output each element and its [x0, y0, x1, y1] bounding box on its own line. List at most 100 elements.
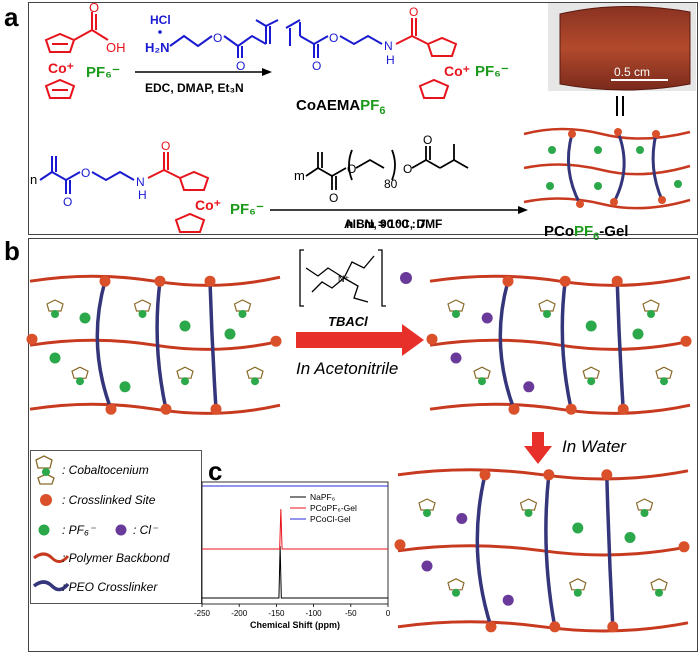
cp-ring [538, 299, 556, 312]
pf6-ion [79, 312, 91, 324]
cp-ring [233, 299, 252, 312]
crosslink-site [154, 275, 166, 287]
polymer-backbone [429, 338, 691, 351]
cobalt-center [51, 310, 59, 318]
crosslink-site [99, 275, 111, 287]
peo-crosslinker [605, 474, 615, 627]
cl-ion [456, 513, 468, 524]
cp-ring [246, 366, 264, 379]
cobalt-center [238, 310, 247, 318]
panel-label-c: c [208, 456, 223, 486]
mono-h: H [386, 53, 395, 67]
cobalt-center [647, 310, 655, 318]
cobalt-center [543, 310, 551, 318]
crosslink-site [210, 403, 222, 415]
cp-ring [519, 498, 538, 511]
peo-crosslinker [155, 280, 168, 410]
x-tick-label: -50 [345, 609, 357, 618]
crosslink-site [680, 335, 692, 347]
cobalt-center [452, 588, 460, 597]
chloride-ion [400, 272, 412, 284]
water-arrow [524, 432, 552, 464]
panel-label-b: b [4, 236, 20, 266]
polymer-backbone [29, 338, 281, 351]
backbone-icon [33, 552, 70, 563]
acid-oh: OH [106, 40, 126, 55]
cobalt-center [660, 377, 668, 386]
cp-ring [635, 498, 654, 511]
n-plus: N⁺ [338, 274, 349, 284]
panel-b [28, 238, 698, 652]
cobalt-center [587, 377, 596, 386]
cl-ion [523, 381, 535, 393]
hcl-label: HCl [150, 13, 171, 27]
cl-ion [450, 352, 462, 364]
cobaltocenium [473, 366, 491, 386]
peo-repeat: 80 [384, 177, 398, 191]
crosslink-site-icon [40, 494, 52, 506]
crosslink-site [394, 539, 406, 551]
peo-o3: O [403, 162, 412, 176]
crosslink-site [617, 403, 629, 415]
cobaltocenium [176, 366, 194, 386]
crosslink-site [204, 275, 216, 287]
legend-icons [32, 455, 70, 592]
legend-backbone: : Polymer Backbond [62, 551, 170, 565]
cp-ring [418, 498, 436, 511]
crosslink-site [160, 403, 172, 415]
crosslink-site [607, 621, 619, 633]
panel-label-a: a [4, 2, 19, 32]
peo-crosslinker [615, 281, 625, 410]
cobalt-center [423, 509, 431, 517]
cl-ion-icon [115, 524, 127, 536]
cobalt-center [138, 310, 147, 318]
pf6-ion-icon [38, 524, 50, 536]
legend-pf6: : PF₆⁻ [62, 523, 96, 537]
cobaltocenium [538, 299, 556, 318]
cobaltocenium [71, 366, 89, 386]
crosslink-site [270, 335, 282, 347]
pf6-3: PF₆⁻ [230, 201, 264, 218]
cobaltocenium [46, 299, 64, 318]
cobaltocenium [582, 366, 600, 386]
crosslink-site [105, 403, 117, 415]
panel-a [28, 2, 698, 235]
cobalt-center [640, 509, 649, 517]
cobaltocenium [447, 299, 465, 318]
legend-cobaltocenium: : Cobaltocenium [62, 463, 149, 477]
cl-ion [481, 312, 493, 324]
peo-crosslinker [498, 280, 516, 410]
legend-label-2: PCoCl-Gel [310, 514, 351, 524]
row2-h: H [138, 188, 147, 202]
peo-crosslinker [560, 280, 573, 410]
x-tick-label: 0 [386, 609, 391, 618]
crosslink-site [565, 403, 577, 415]
crosslink-site [502, 275, 514, 287]
cobaltocenium [246, 366, 264, 386]
row2-o1: O [81, 166, 90, 180]
crosslink-site [479, 469, 491, 481]
mono-n: N [384, 39, 393, 53]
cp-ring [71, 366, 89, 379]
amine-label: H₂N [145, 40, 170, 55]
crosslink-site [543, 469, 555, 481]
ratio-text: n : m = 100 : 7 [346, 217, 426, 231]
reaction-scheme: O OH Co⁺ PF₆⁻ HCl H₂N O O EDC, DMAP, Et₃… [30, 0, 696, 240]
mono-o3: O [409, 5, 418, 19]
x-tick-label: -250 [194, 609, 211, 618]
cl-ion [421, 560, 433, 572]
cp-ring [650, 578, 668, 591]
m-prefix: m [294, 168, 305, 183]
row2-o3: O [161, 139, 170, 153]
cobaltocenium [133, 299, 152, 318]
reagents-1: EDC, DMAP, Et₃N [145, 81, 244, 95]
co-plus-2: Co⁺ [444, 63, 470, 79]
cl-ion [502, 594, 514, 606]
legend-box [30, 450, 202, 604]
row2-n: N [136, 175, 145, 189]
cp-ring [569, 578, 587, 591]
row2-o2: O [63, 195, 72, 209]
cobaltocenium [233, 299, 252, 318]
pf6-ion [49, 352, 61, 364]
